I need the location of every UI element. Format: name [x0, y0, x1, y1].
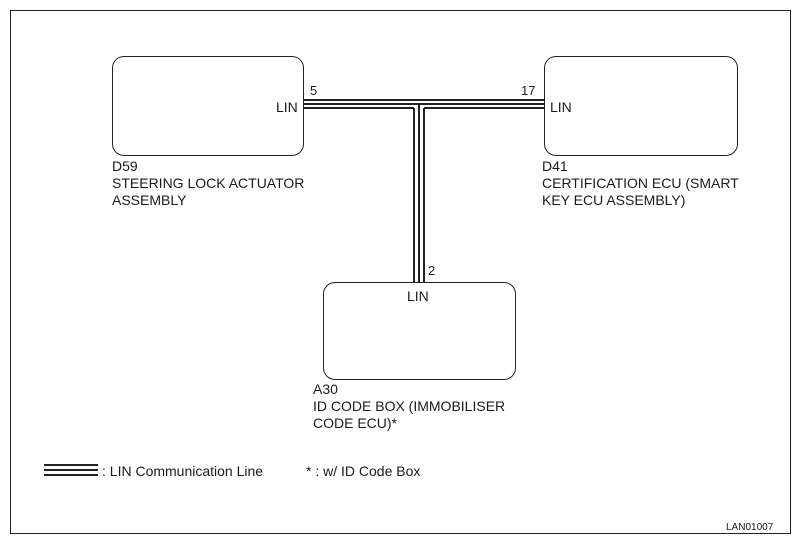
component-name-a30-line1: ID CODE BOX (IMMOBILISER: [313, 398, 506, 414]
component-name-d41-line1: CERTIFICATION ECU (SMART: [542, 175, 739, 191]
legend-note: * : w/ ID Code Box: [306, 463, 421, 479]
lin-bus-vertical: [413, 104, 425, 283]
pin-number-d41: 17: [521, 83, 536, 98]
ecu-box-a30: [323, 282, 516, 380]
ecu-box-d41: [544, 56, 738, 156]
component-code-d59: D59: [112, 158, 138, 174]
diagram-frame: [10, 10, 791, 534]
terminal-label-a30: LIN: [407, 288, 429, 304]
terminal-label-d41: LIN: [550, 99, 572, 115]
component-name-d41-line2: KEY ECU ASSEMBLY): [542, 192, 686, 208]
legend-line-label: : LIN Communication Line: [102, 463, 264, 479]
component-name-d59-line1: STEERING LOCK ACTUATOR: [112, 175, 305, 191]
component-code-a30: A30: [313, 381, 338, 397]
lin-bus-horizontal: [304, 99, 544, 109]
pin-number-d59: 5: [310, 83, 318, 98]
component-code-d41: D41: [542, 158, 568, 174]
terminal-label-d59: LIN: [276, 99, 298, 115]
ecu-box-d59: [112, 56, 304, 156]
component-name-a30-line2: CODE ECU)*: [313, 415, 398, 431]
figure-code: LAN01007: [726, 522, 774, 533]
legend-line-symbol: [44, 464, 98, 476]
pin-number-a30: 2: [428, 263, 436, 278]
component-name-d59-line2: ASSEMBLY: [112, 192, 187, 208]
